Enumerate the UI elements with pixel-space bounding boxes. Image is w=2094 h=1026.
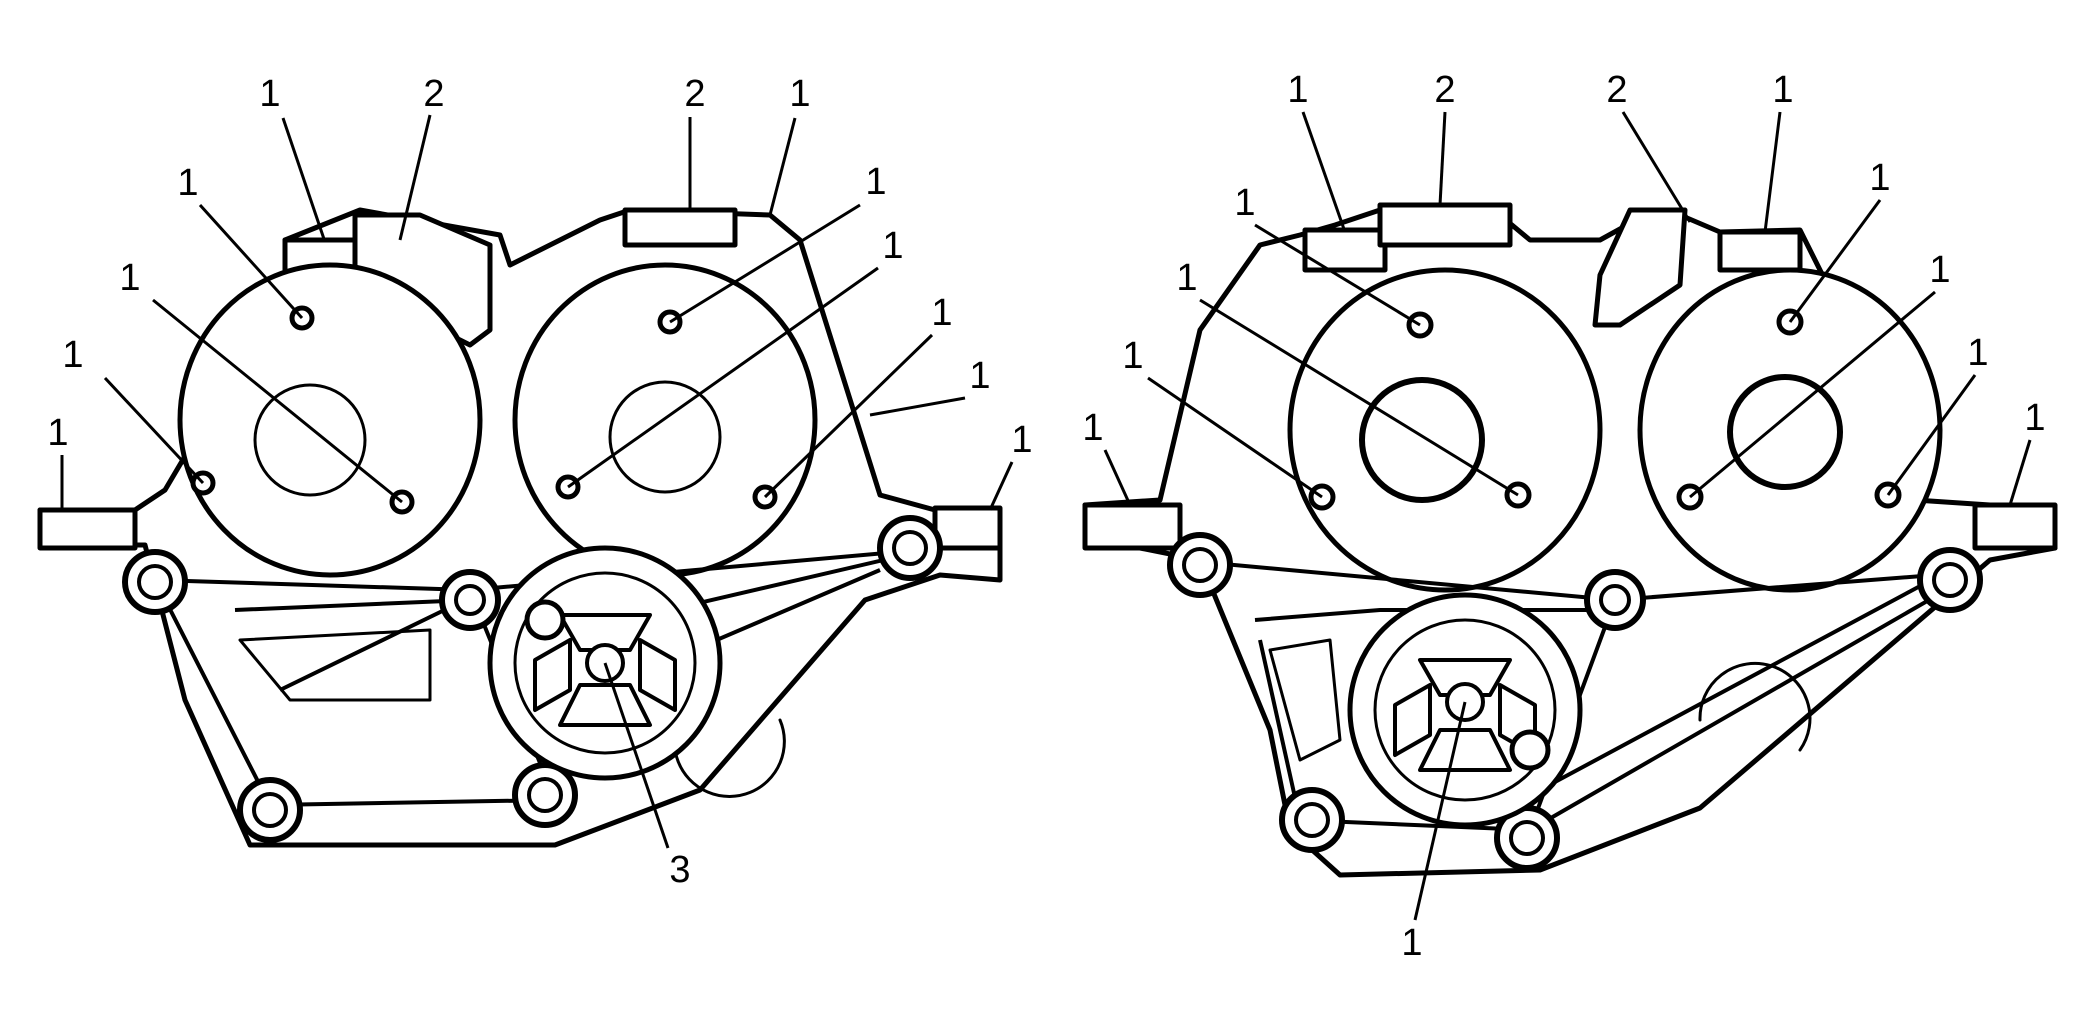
right-callout: 1 <box>1772 69 1793 111</box>
left-callout: 2 <box>423 73 444 115</box>
left-callouts: 1 2 2 1 1 1 1 1 1 1 1 1 1 3 <box>47 73 1032 891</box>
left-callout: 1 <box>865 161 886 203</box>
left-callout: 3 <box>669 849 690 891</box>
right-callout: 1 <box>1401 922 1422 964</box>
left-callout: 1 <box>177 162 198 204</box>
left-leaders <box>60 114 1014 849</box>
right-callout: 1 <box>1287 69 1308 111</box>
right-callout: 2 <box>1434 69 1455 111</box>
left-callout: 1 <box>62 334 83 376</box>
left-side-flange-left <box>37 507 138 551</box>
right-boss-1 <box>1167 532 1233 598</box>
left-bore-right-rim <box>513 263 817 421</box>
left-bore-left-rim <box>178 263 482 421</box>
right-pump-gear <box>1347 592 1583 828</box>
left-callout: 1 <box>47 412 68 454</box>
right-callout: 1 <box>1176 257 1197 299</box>
left-callout: 1 <box>119 257 140 299</box>
right-bore-right-recess <box>1727 374 1843 490</box>
right-bore-left-recess <box>1359 377 1485 503</box>
left-top-flange-2 <box>622 207 738 248</box>
right-callout: 1 <box>1122 335 1143 377</box>
right-leaders <box>1103 111 2032 921</box>
right-bore-right-rim <box>1638 268 1942 431</box>
left-boss-5 <box>512 762 578 828</box>
left-side-flange-right <box>932 505 1003 551</box>
left-cover-outline <box>37 207 1003 848</box>
left-bore-left-recess <box>253 383 367 497</box>
left-callout: 1 <box>259 73 280 115</box>
right-callout: 1 <box>1929 249 1950 291</box>
left-callout: 2 <box>684 73 705 115</box>
left-lower-pocket-1 <box>238 628 432 702</box>
right-side-flange-right <box>1972 502 2058 551</box>
right-top-flange-2 <box>1377 202 1513 248</box>
right-cover-view: 1 2 2 1 1 1 1 1 1 1 1 1 1 3 <box>1082 69 2058 964</box>
right-callout: 1 <box>1869 157 1890 199</box>
right-bore-left-rim <box>1288 268 1602 431</box>
left-boss-3 <box>877 515 943 581</box>
right-callout: 1 <box>1082 407 1103 449</box>
right-lower-pocket-2 <box>1268 638 1342 762</box>
left-callout: 1 <box>1011 419 1032 461</box>
right-callouts: 1 2 2 1 1 1 1 1 1 1 1 1 1 3 <box>1082 69 2045 964</box>
right-side-flange-left <box>1082 502 1183 551</box>
right-lower-pocket-1 <box>1698 661 1812 752</box>
left-callout: 1 <box>882 225 903 267</box>
right-callout: 1 <box>1967 332 1988 374</box>
left-callout: 1 <box>931 292 952 334</box>
right-callout: 1 <box>2024 397 2045 439</box>
left-callout: 1 <box>969 355 990 397</box>
right-boss-2 <box>1584 569 1646 631</box>
left-bore-right-recess <box>608 380 722 494</box>
right-top-flange-4 <box>1717 229 1803 273</box>
right-callout: 1 <box>1234 182 1255 224</box>
left-boss-2 <box>439 569 501 631</box>
right-boss-3 <box>1917 547 1983 613</box>
left-cover-view: 1 2 2 1 1 1 1 1 1 1 1 1 1 3 <box>37 73 1033 891</box>
left-callout: 1 <box>789 73 810 115</box>
right-boss-4 <box>1279 787 1345 853</box>
left-boss-1 <box>122 549 188 615</box>
right-callout: 2 <box>1606 69 1627 111</box>
left-boss-4 <box>237 777 303 843</box>
right-top-flange-3 <box>1592 207 1688 328</box>
